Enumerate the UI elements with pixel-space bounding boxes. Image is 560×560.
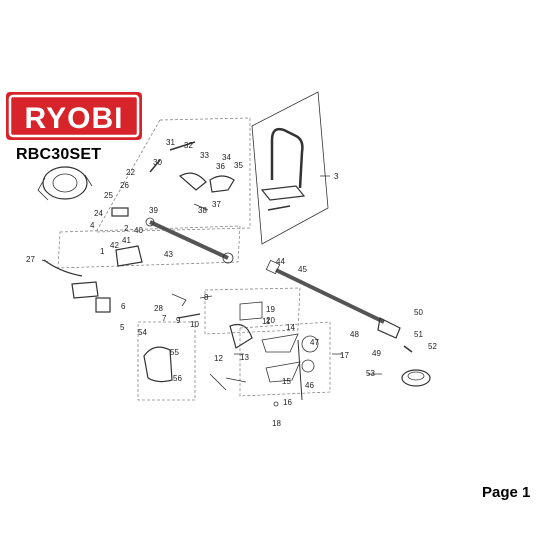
callout-42: 42 [110,241,119,250]
callout-9: 9 [176,316,181,325]
callout-3: 3 [334,172,339,181]
callout-1: 1 [100,247,105,256]
callout-4: 4 [90,221,95,230]
ryobi-logo: RYOBI [6,92,142,140]
page-label: Page 1 [482,484,531,501]
callout-11: 11 [262,317,271,326]
callout-38: 38 [198,206,207,215]
callout-32: 32 [184,141,193,150]
callout-36: 36 [216,162,225,171]
callout-31: 31 [166,138,175,147]
callout-45: 45 [298,265,307,274]
callout-7: 7 [162,314,167,323]
callout-14: 14 [286,323,295,332]
drive-shaft [149,220,229,260]
callout-28: 28 [154,304,163,313]
callout-17: 17 [340,351,349,360]
callout-41: 41 [122,236,131,245]
callout-20: 20 [266,316,275,325]
motor-housing-frame [57,225,241,269]
callout-44: 44 [276,257,285,266]
callout-49: 49 [372,349,381,358]
callout-33: 33 [200,151,209,160]
blade-frame [239,321,331,397]
callout-47: 47 [310,338,319,347]
callout-13: 13 [240,353,249,362]
callout-2: 2 [124,224,129,233]
handle-panel [251,91,329,245]
engine-unit [37,166,93,201]
callout-10: 10 [190,320,199,329]
callout-22: 22 [126,168,135,177]
shaft-frame [204,287,301,335]
callout-25: 25 [104,191,113,200]
callout-51: 51 [414,330,423,339]
callout-35: 35 [234,161,243,170]
callout-12: 12 [214,354,223,363]
callout-39: 39 [149,206,158,215]
svg-text:RYOBI: RYOBI [25,102,124,135]
upper-assembly-frame [95,117,251,233]
callout-56: 56 [173,374,182,383]
callout-30: 30 [153,158,162,167]
callout-26: 26 [120,181,129,190]
callout-46: 46 [305,381,314,390]
callout-5: 5 [120,323,125,332]
callout-55: 55 [170,348,179,357]
callout-50: 50 [414,308,423,317]
handle-bar [270,127,304,189]
lower-shaft [275,268,385,324]
callout-27: 27 [26,255,35,264]
callout-48: 48 [350,330,359,339]
model-number: RBC30SET [16,146,102,163]
callout-37: 37 [212,200,221,209]
callout-8: 8 [204,293,209,302]
callout-18: 18 [272,419,281,428]
callout-19: 19 [266,305,275,314]
callout-54: 54 [138,328,147,337]
callout-16: 16 [283,398,292,407]
callout-43: 43 [164,250,173,259]
callout-24: 24 [94,209,103,218]
callout-40: 40 [134,226,143,235]
callout-34: 34 [222,153,231,162]
callout-15: 15 [282,377,291,386]
callout-6: 6 [121,302,126,311]
guard-frame [137,321,196,401]
callout-52: 52 [428,342,437,351]
callout-53: 53 [366,369,375,378]
